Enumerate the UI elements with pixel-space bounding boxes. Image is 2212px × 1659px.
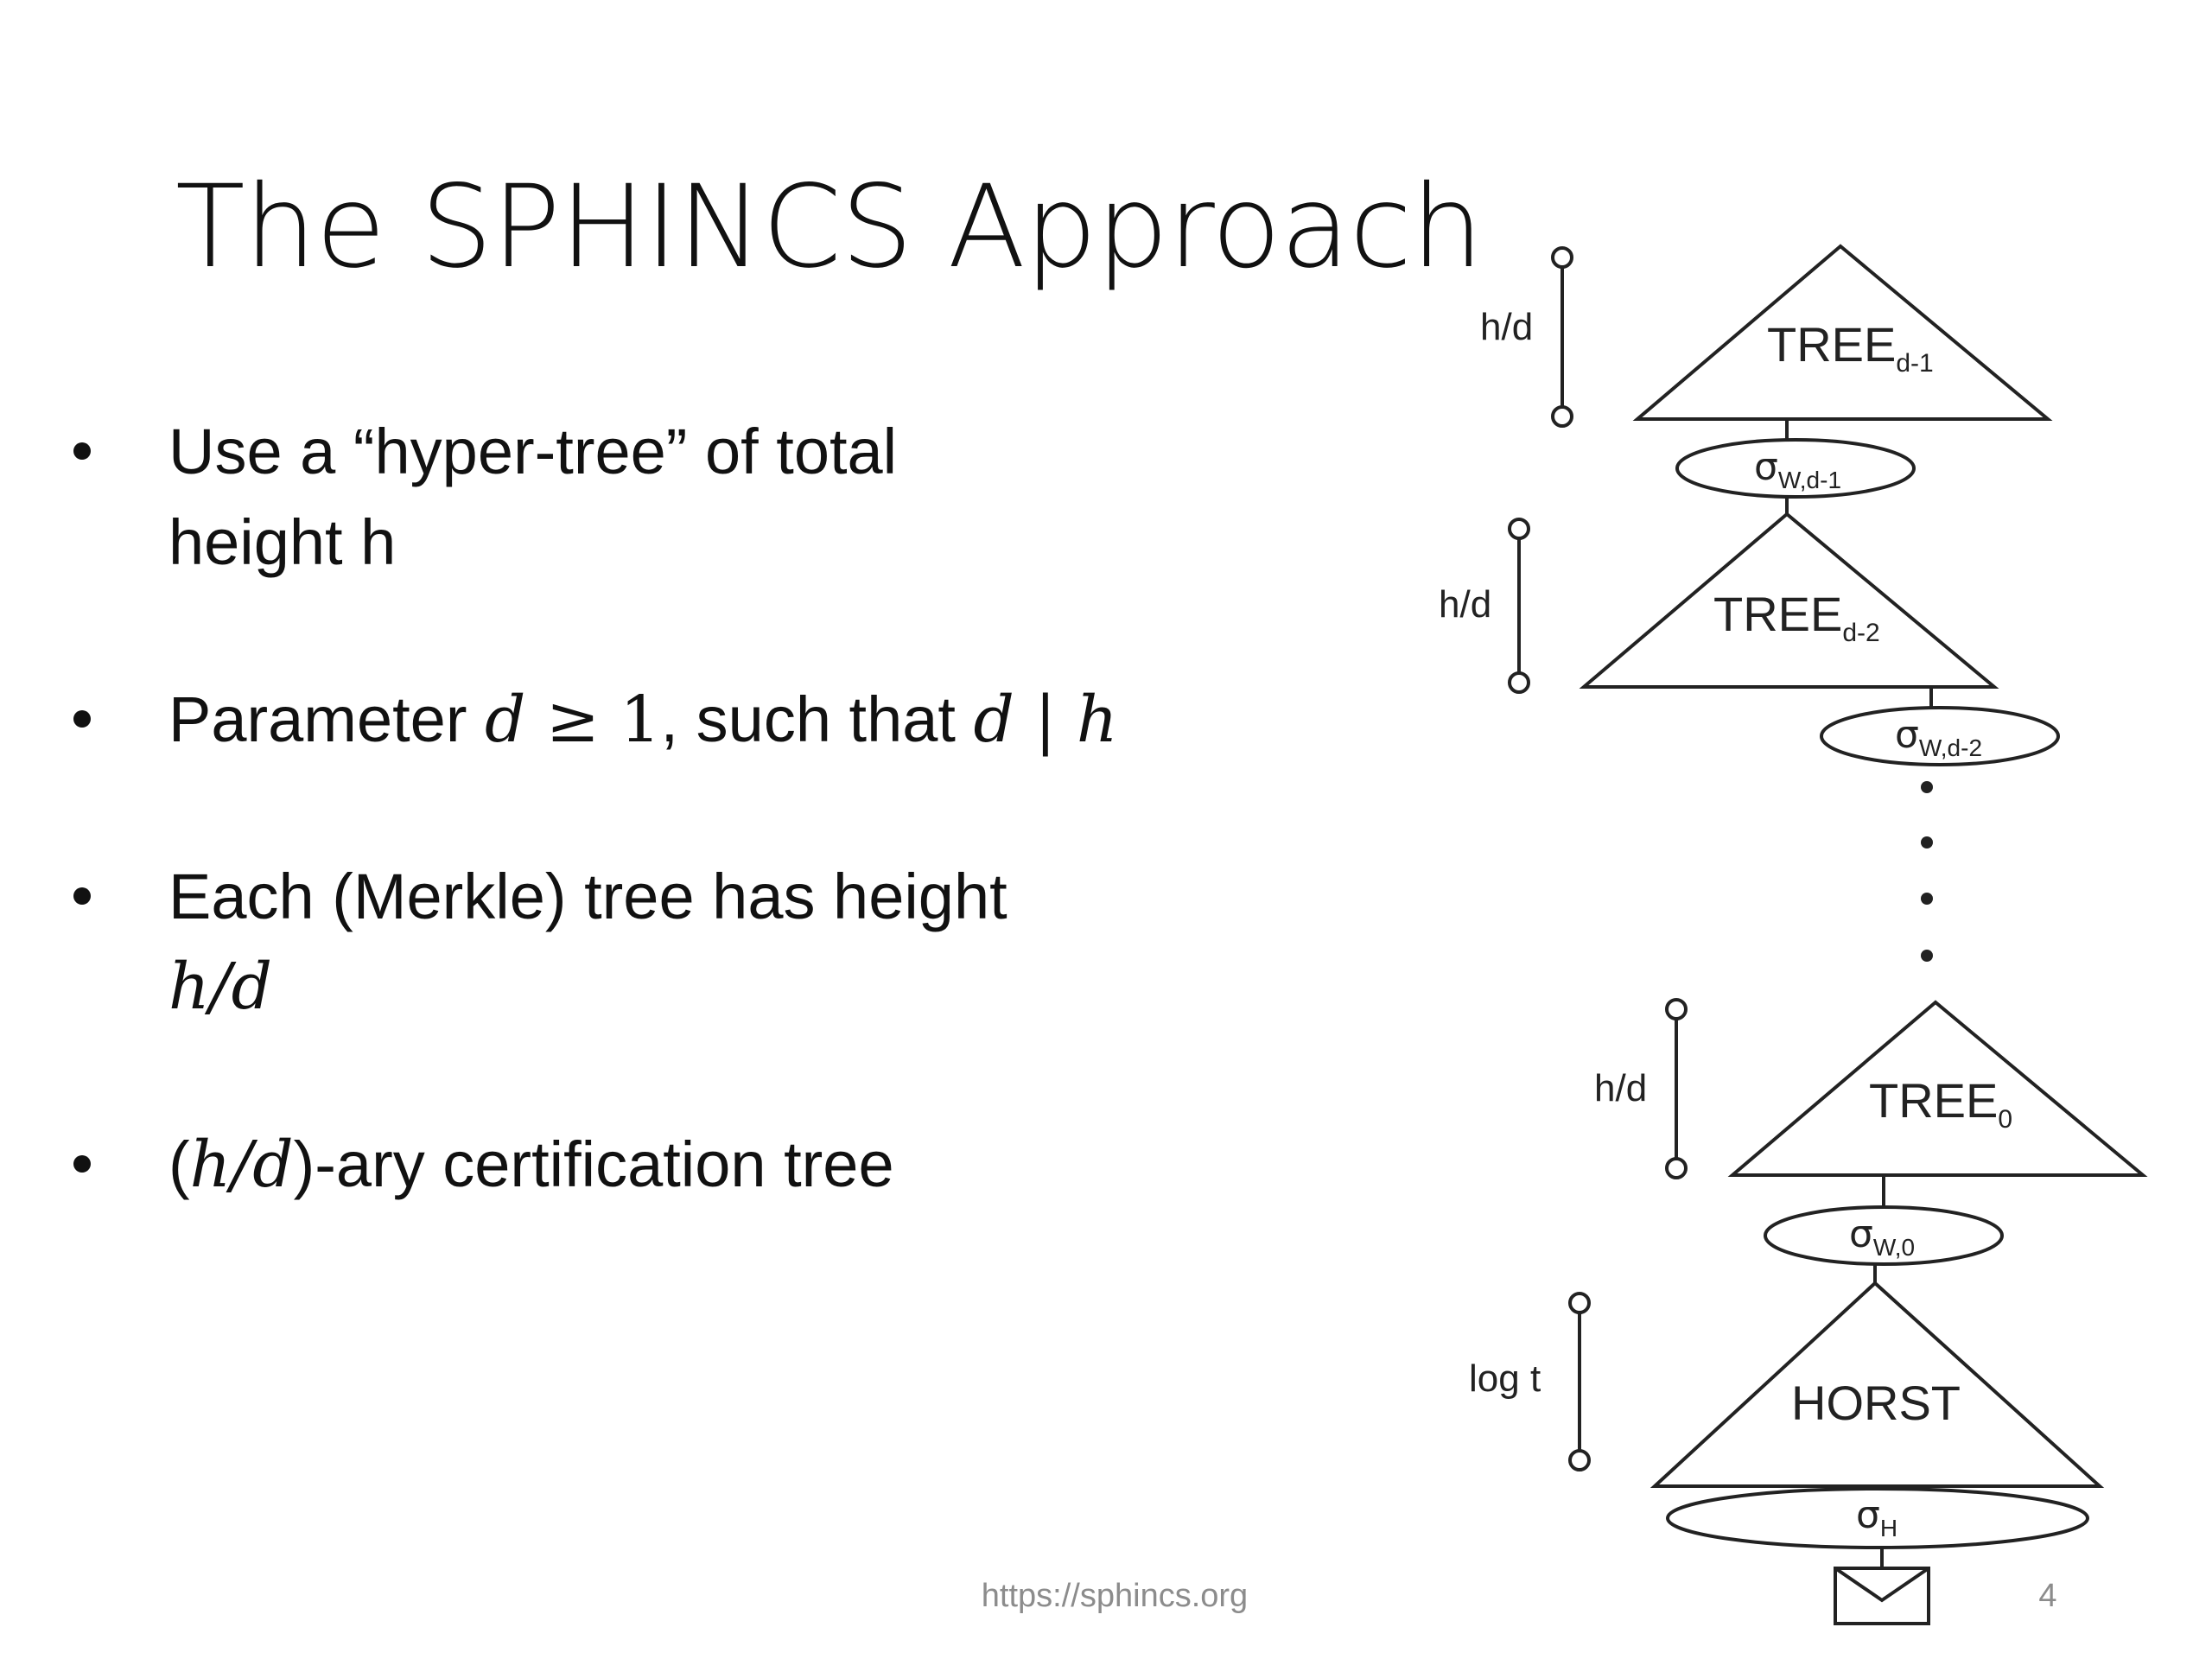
bullet-dot [73,887,91,905]
sigma-subscript: H [1880,1515,1897,1541]
height-label: log t [1469,1357,1541,1400]
math-d: d [485,683,526,757]
signature-ellipse [1666,1487,2089,1549]
signature-label: σH [1856,1493,1897,1541]
bullet-dot [73,710,91,728]
dot [1921,950,1933,962]
math-op: ≥ 1 [525,683,661,757]
tree-label-sub: d-1 [1896,349,1933,378]
sigma-symbol: σ [1754,445,1778,489]
tree-triangle [1579,512,1999,689]
sigma-subscript: W,d-2 [1919,734,1982,761]
signature-ellipse [1675,438,1916,499]
tree-triangle [1727,1000,2148,1177]
tree-triangle [1649,1281,2105,1488]
tree-label: TREEd-2 [1713,587,1880,647]
sigma-symbol: σ [1849,1212,1873,1256]
bullet-line: height h [168,506,397,578]
bullet-text-part: ) [293,1128,315,1200]
height-marker-end [1665,998,1688,1020]
signature-ellipse [1820,706,2060,766]
signature-label: σW,0 [1849,1212,1915,1261]
height-label: h/d [1439,583,1491,626]
ellipsis-dots [1921,781,1933,962]
envelope-flap [1834,1567,1930,1603]
dot [1921,836,1933,849]
page-number: 4 [2038,1578,2057,1614]
height-marker-end [1568,1449,1591,1471]
height-marker-end [1551,405,1573,428]
height-label: h/d [1594,1067,1647,1109]
envelope-icon [1834,1567,1930,1625]
tree-label-main: TREE [1767,317,1896,372]
signature-ellipse [1764,1205,2004,1266]
height-marker-end [1508,518,1530,540]
signature-label: σW,d-1 [1754,445,1841,493]
footer-url[interactable]: https://sphincs.org [981,1578,1249,1614]
height-marker-end [1551,246,1573,269]
sigma-subscript: W,0 [1873,1234,1915,1261]
dot [1921,781,1933,793]
math-d: d [973,683,1014,757]
tree-label: TREEd-1 [1767,317,1934,378]
bullet-text-part: Parameter [168,683,486,755]
height-label: h/d [1480,306,1533,348]
bullet-text-part: -ary certification tree [315,1128,894,1200]
bullet-text: (h/d)-ary certification tree [168,1119,1249,1211]
bullet-text-part: , such that [660,683,974,755]
signature-label: σW,d-2 [1895,713,1982,761]
tree-label-sub: d-2 [1842,619,1879,647]
dot [1921,893,1933,905]
slide-title: The SPHINCS Approach [175,161,1484,294]
sigma-subscript: W,d-1 [1778,467,1841,493]
height-marker-end [1665,1157,1688,1179]
bullet-dot [73,1155,91,1173]
math-h-over-d: h/d [168,950,272,1024]
sigma-symbol: σ [1856,1493,1880,1537]
bullet-line: Use a “hyper-tree” of total [168,416,898,487]
bullet-dot [73,442,91,460]
bullet-line: Each (Merkle) tree has height [168,861,1007,932]
bullet-text: Use a “hyper-tree” of total height h [168,406,1249,588]
tree-label: HORST [1791,1376,1961,1430]
tree-label-sub: 0 [1998,1105,2012,1134]
math-op: | [1014,683,1077,757]
bullet-text-part: ( [168,1128,190,1200]
tree-label-main: TREE [1869,1073,1998,1128]
bullet-text: Parameter d ≥ 1, such that d | h [168,674,1249,766]
math-h-over-d: h/d [189,1128,294,1202]
sigma-symbol: σ [1895,713,1919,757]
math-h: h [1076,683,1118,757]
height-marker-end [1508,671,1530,694]
bullet-text: Each (Merkle) tree has height h/d [168,851,1249,1033]
tree-label-main: TREE [1713,587,1842,641]
tree-triangle [1632,244,2053,421]
height-marker-end [1568,1292,1591,1314]
tree-label: TREE0 [1869,1073,2012,1134]
